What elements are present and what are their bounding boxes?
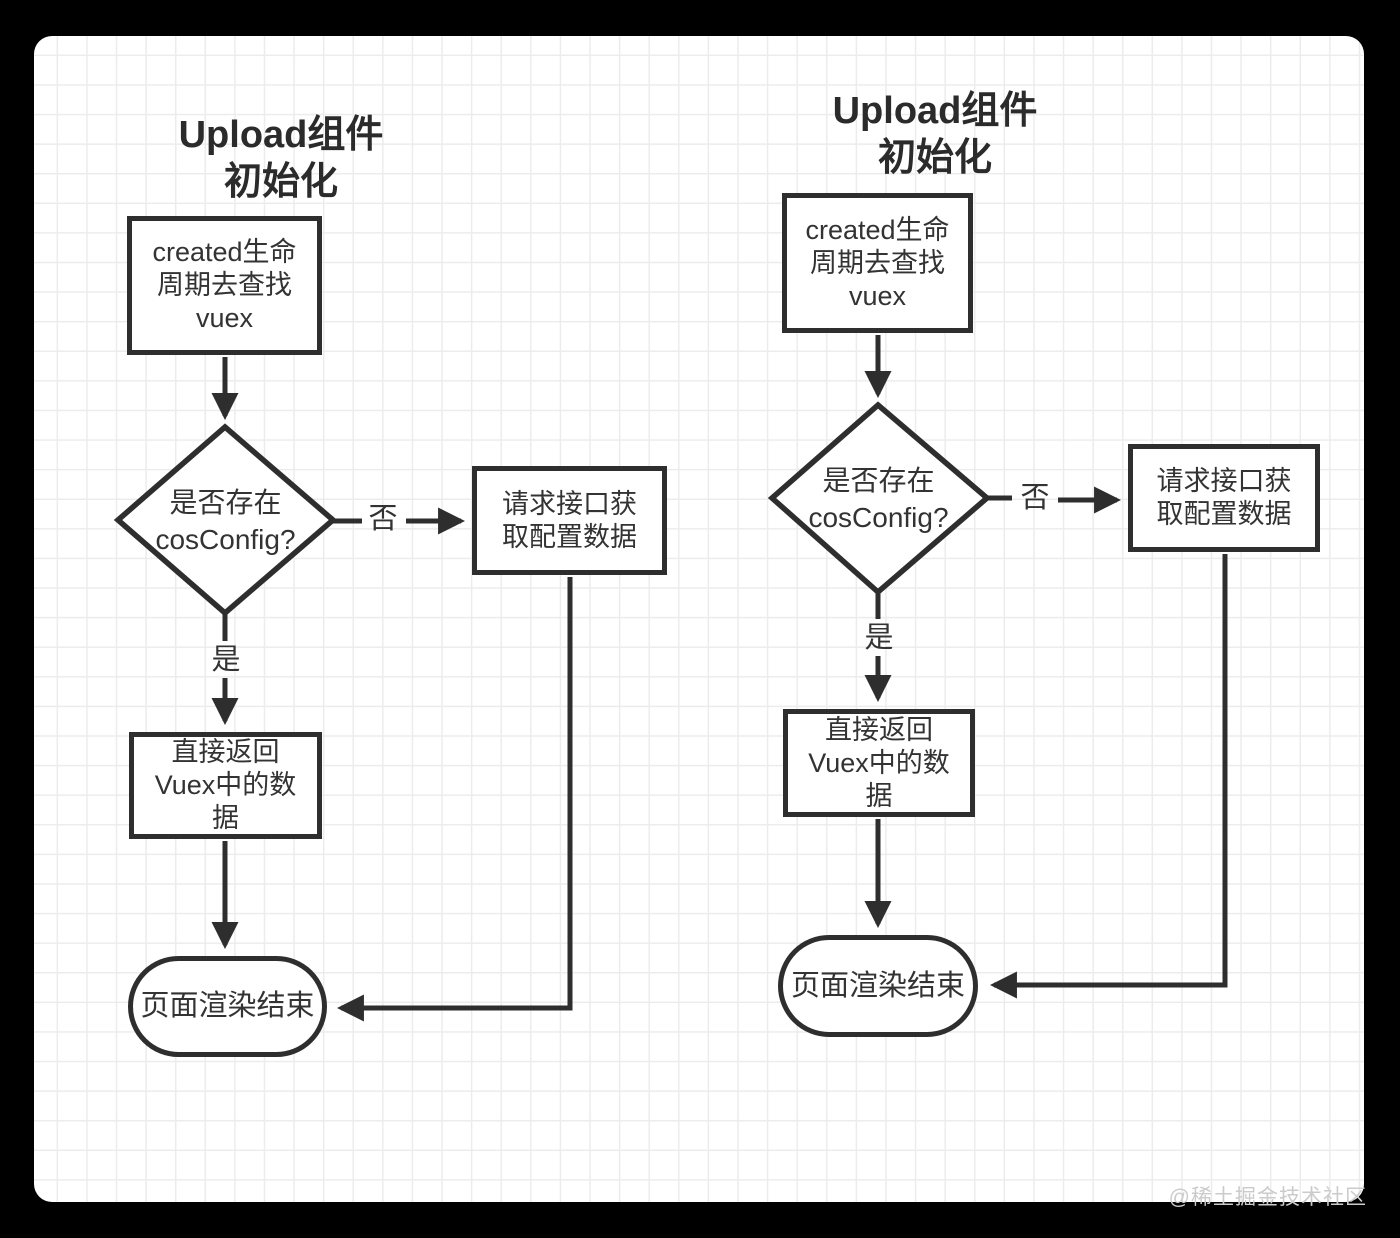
node-text-line: 请求接口获 (502, 488, 637, 519)
left-node-end: 页面渲染结束 (128, 956, 327, 1057)
node-text-line: 据 (212, 803, 239, 833)
node-text-line: 直接返回 (825, 714, 933, 745)
node-text-line: vuex (848, 280, 907, 311)
right-edge-label-no: 否 (1020, 482, 1050, 514)
node-text-line: 是否存在 (169, 487, 282, 518)
right-node-end: 页面渲染结束 (778, 935, 978, 1037)
node-text-line: 请求接口获 (1156, 466, 1292, 496)
left-chart-title: Upload组件 初始化 (131, 112, 431, 206)
left-edge-label-yes: 是 (211, 644, 241, 676)
node-text-line: 直接返回 (171, 737, 280, 767)
node-text-line: 是否存在 (822, 465, 935, 496)
title-line: 初始化 (223, 161, 338, 203)
node-text-line: 页面渲染结束 (140, 990, 315, 1022)
node-text-line: 周期去查找 (810, 247, 945, 278)
right-node-return-vuex: 直接返回 Vuex中的数 据 (783, 709, 975, 817)
node-text-line: Vuex中的数 (154, 770, 297, 800)
node-text-line: vuex (195, 303, 254, 333)
title-line: Upload组件 (178, 114, 384, 156)
node-text-line: 页面渲染结束 (790, 969, 965, 1002)
node-text-line: 周期去查找 (157, 270, 292, 300)
node-text-line: 取配置数据 (1156, 499, 1292, 529)
right-chart-title: Upload组件 初始化 (785, 88, 1085, 182)
right-node-fetch: 请求接口获 取配置数据 (1128, 444, 1320, 552)
title-line: 初始化 (877, 137, 992, 179)
watermark: @稀土掘金技术社区 (1168, 1186, 1367, 1209)
left-node-fetch: 请求接口获 取配置数据 (472, 466, 667, 575)
left-node-return-vuex: 直接返回 Vuex中的数 据 (129, 732, 322, 839)
node-text-line: 取配置数据 (502, 521, 637, 552)
left-node-start: created生命 周期去查找 vuex (127, 216, 322, 355)
title-line: Upload组件 (832, 90, 1038, 132)
node-text-line: created生命 (805, 214, 950, 245)
node-text-line: cosConfig? (808, 502, 949, 533)
node-text-line: created生命 (152, 237, 297, 267)
right-node-start: created生命 周期去查找 vuex (782, 193, 973, 333)
right-edge-label-yes: 是 (864, 622, 894, 654)
left-node-decision-text: 是否存在 cosConfig? (125, 484, 326, 558)
node-text-line: Vuex中的数 (808, 747, 950, 778)
right-node-decision-text: 是否存在 cosConfig? (778, 462, 979, 536)
node-text-line: 据 (865, 780, 893, 811)
node-text-line: cosConfig? (155, 524, 296, 555)
left-edge-label-no: 否 (368, 503, 398, 535)
